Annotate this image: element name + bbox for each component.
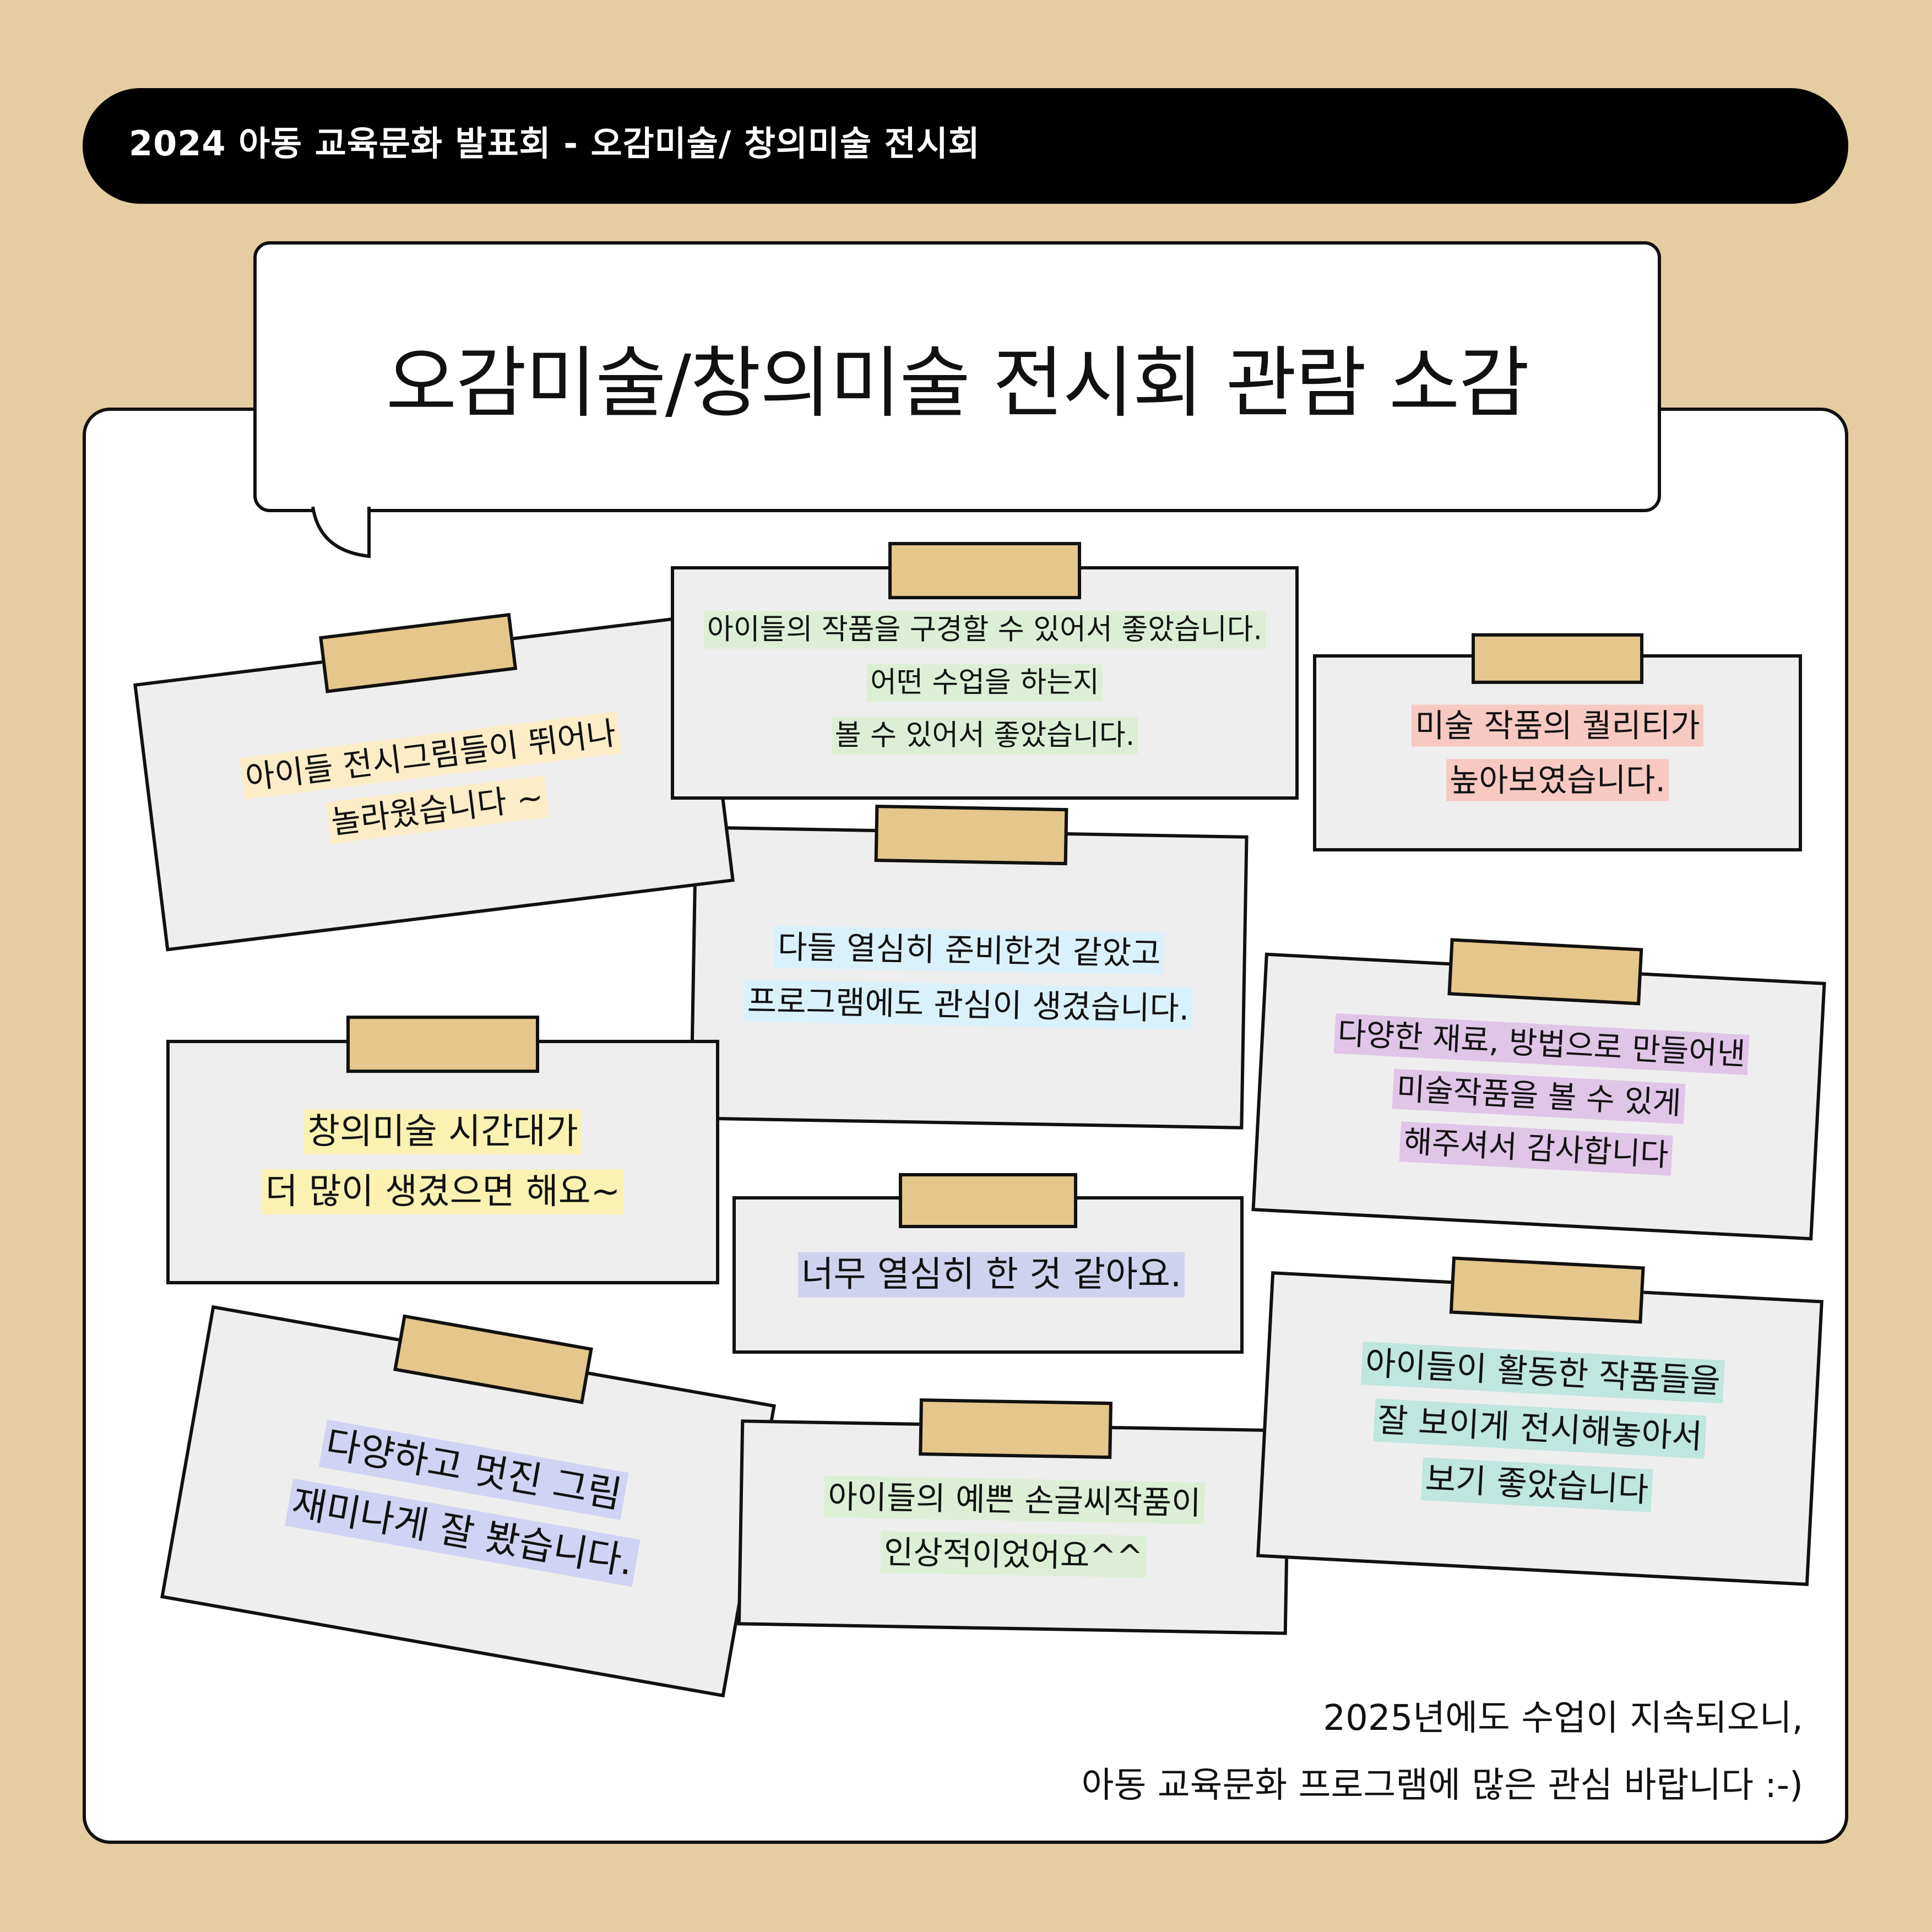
note-line: 미술작품을 볼 수 있게 bbox=[1392, 1068, 1686, 1125]
note-card: 아이들의 예쁜 손글씨작품이 인상적이었어요^^ bbox=[737, 1398, 1291, 1635]
note-text: 아이들 전시그림들이 뛰어나 놀라웠습니다 ~ bbox=[146, 694, 721, 871]
note-line: 높아보였습니다. bbox=[1446, 759, 1669, 801]
note-line: 더 많이 생겼으면 해요~ bbox=[262, 1169, 624, 1214]
note-line: 아이들의 예쁜 손글씨작품이 bbox=[824, 1475, 1205, 1524]
note-line: 다양한 재료, 방법으로 만들어낸 bbox=[1333, 1013, 1750, 1076]
page-title: 오감미술/창의미술 전시회 관람 소감 bbox=[386, 339, 1530, 428]
tape bbox=[346, 1016, 539, 1073]
note-card: 다양한 재료, 방법으로 만들어낸 미술작품을 볼 수 있게 해주셔서 감사합니… bbox=[1251, 938, 1826, 1241]
tape bbox=[888, 542, 1081, 600]
note-text: 다양한 재료, 방법으로 만들어낸 미술작품을 볼 수 있게 해주셔서 감사합니… bbox=[1257, 1003, 1820, 1190]
note-text: 미술 작품의 퀄리티가 높아보였습니다. bbox=[1316, 698, 1799, 807]
note-text: 아이들이 활동한 작품들을 잘 보이게 전시해놓아서 보기 좋았습니다 bbox=[1263, 1330, 1817, 1527]
tape bbox=[1472, 633, 1643, 684]
tape bbox=[1449, 1256, 1645, 1324]
note-line: 너무 열심히 한 것 같아요. bbox=[797, 1252, 1185, 1298]
note-text: 아이들의 작품을 구경할 수 있어서 좋았습니다. 어떤 수업을 하는지 볼 수… bbox=[674, 604, 1295, 763]
note-card: 다들 열심히 준비한것 같았고 프로그램에도 관심이 생겼습니다. bbox=[689, 805, 1249, 1130]
note-line: 아이들 전시그림들이 뛰어나 bbox=[240, 712, 622, 800]
note-line: 보기 좋았습니다 bbox=[1421, 1457, 1653, 1512]
title-bubble bbox=[253, 241, 1661, 512]
footer-line: 2025년에도 수업이 지속되오니, bbox=[1323, 1698, 1803, 1739]
bubble-tail bbox=[311, 507, 371, 558]
note-line: 잘 보이게 전시해놓아서 bbox=[1373, 1398, 1707, 1459]
note-line: 프로그램에도 관심이 생겼습니다. bbox=[744, 979, 1193, 1030]
note-line: 미술 작품의 퀄리티가 bbox=[1412, 704, 1703, 747]
note-card: 미술 작품의 퀄리티가 높아보였습니다. bbox=[1313, 633, 1802, 851]
note-line: 볼 수 있어서 좋았습니다. bbox=[831, 717, 1138, 755]
note-card: 아이들의 작품을 구경할 수 있어서 좋았습니다. 어떤 수업을 하는지 볼 수… bbox=[671, 542, 1299, 800]
note-line: 어떤 수업을 하는지 bbox=[867, 664, 1103, 702]
header-title: 2024 아동 교육문화 발표회 - 오감미술/ 창의미술 전시회 bbox=[129, 123, 980, 164]
note-text: 아이들의 예쁜 손글씨작품이 인상적이었어요^^ bbox=[741, 1468, 1286, 1586]
footer-text: 2025년에도 수업이 지속되오니, 아동 교육문화 프로그램에 많은 관심 바… bbox=[1082, 1685, 1803, 1819]
note-card: 아이들이 활동한 작품들을 잘 보이게 전시해놓아서 보기 좋았습니다 bbox=[1256, 1256, 1824, 1586]
note-line: 아이들이 활동한 작품들을 bbox=[1361, 1341, 1725, 1404]
header-bar bbox=[83, 88, 1848, 204]
note-line: 다들 열심히 준비한것 같았고 bbox=[774, 926, 1165, 975]
note-card: 창의미술 시간대가 더 많이 생겼으면 해요~ bbox=[166, 1016, 719, 1284]
note-line bbox=[791, 1252, 798, 1298]
note-text: 다들 열심히 준비한것 같았고 프로그램에도 관심이 생겼습니다. bbox=[694, 919, 1243, 1037]
tape bbox=[874, 805, 1068, 866]
note-line: 놀라웠습니다 ~ bbox=[325, 775, 549, 844]
tape bbox=[899, 1173, 1077, 1228]
note-text: 너무 열심히 한 것 같아요. bbox=[736, 1245, 1240, 1305]
note-line: 해주셔서 감사합니다 bbox=[1399, 1121, 1673, 1176]
note-line: 인상적이었어요^^ bbox=[880, 1531, 1147, 1578]
tape bbox=[919, 1398, 1113, 1459]
tape bbox=[1447, 938, 1643, 1006]
note-line: 창의미술 시간대가 bbox=[304, 1109, 582, 1155]
footer-line: 아동 교육문화 프로그램에 많은 관심 바랍니다 :-) bbox=[1081, 1765, 1803, 1806]
note-text: 다양하고 멋진 그림 재미나게 잘 봤습니다. bbox=[178, 1390, 758, 1613]
note-text: 창의미술 시간대가 더 많이 생겼으면 해요~ bbox=[170, 1102, 716, 1222]
note-card: 너무 열심히 한 것 같아요. bbox=[732, 1173, 1244, 1354]
note-line: 아이들의 작품을 구경할 수 있어서 좋았습니다. bbox=[703, 611, 1266, 649]
